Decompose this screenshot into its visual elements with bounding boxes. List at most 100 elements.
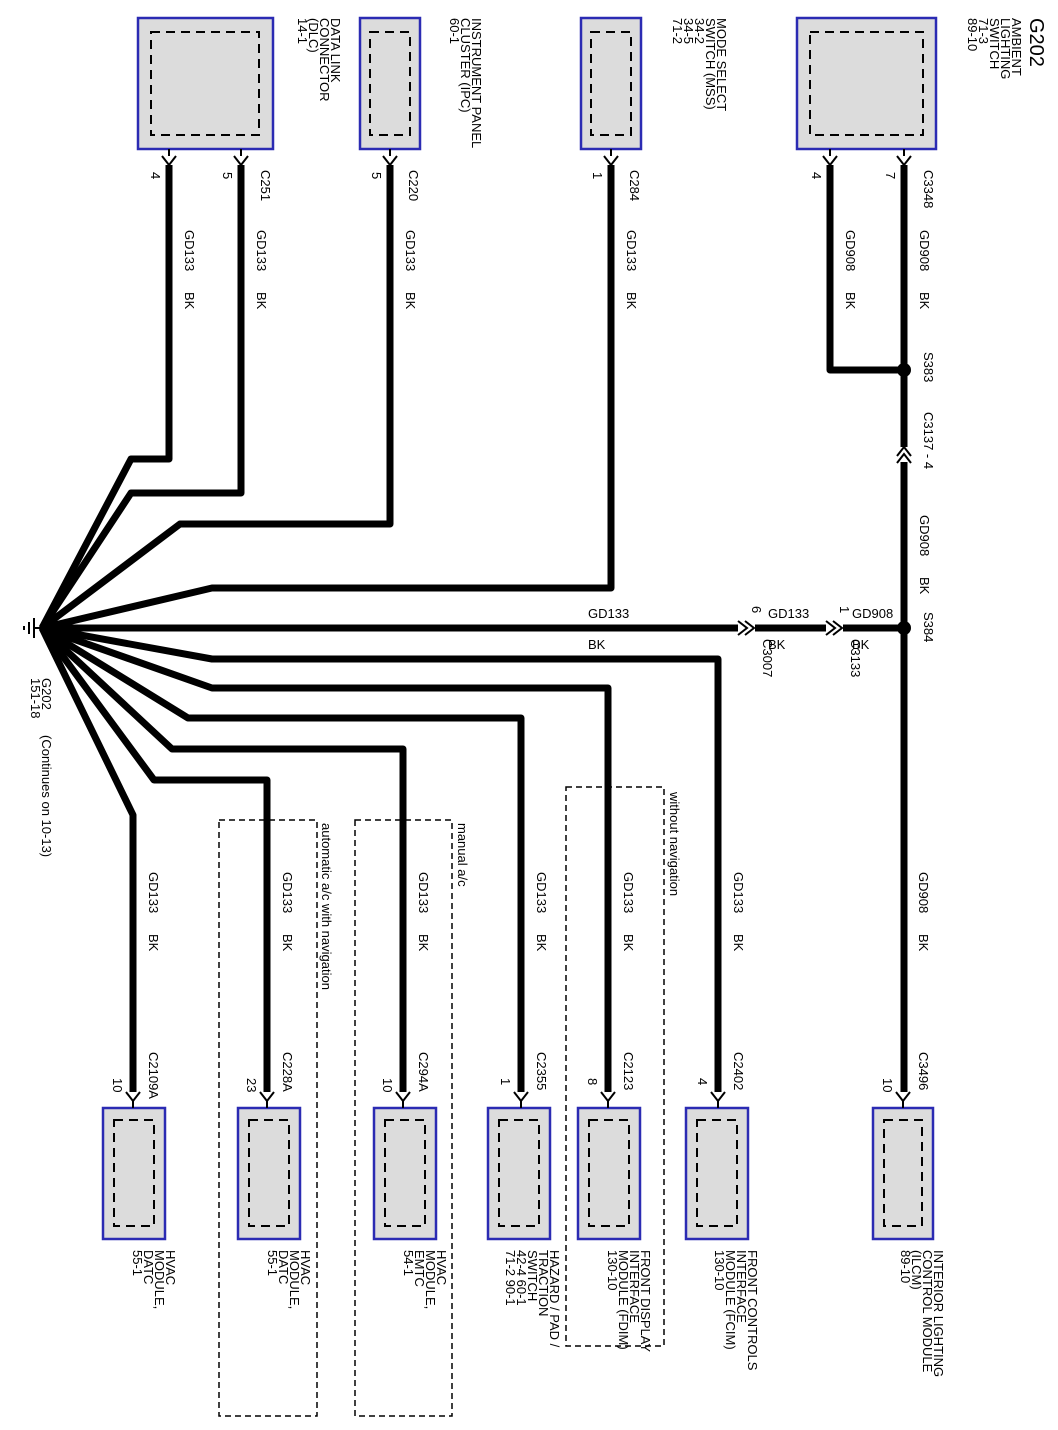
wire-ground-fdim	[40, 624, 612, 1092]
wire-label-ilcm-code: GD908	[916, 872, 931, 913]
component-interior-lighting-control-module	[871, 1091, 935, 1241]
pin-label-datc_nav: 23	[244, 1078, 259, 1092]
connector-label-ilcm: C3496	[916, 1052, 931, 1090]
wire-label-dlc-pin4-code: GD133	[182, 230, 197, 271]
label-mode-select-switch-line-4: 34-5	[681, 18, 696, 44]
component-front-controls-interface-module	[684, 1091, 750, 1241]
label-hazard-line-5: 71-2 90-1	[503, 1250, 518, 1306]
label-hazard-line-1: HAZARD / PAD /	[547, 1250, 562, 1348]
wire-label-mss-color: BK	[624, 292, 639, 310]
label-datc_nav-line-3: DATC	[276, 1250, 291, 1284]
ground-label-ref: 151-18	[28, 678, 43, 718]
wire-label-fdim-code: GD133	[621, 872, 636, 913]
condition-label-manual-ac: manual a/c	[455, 823, 470, 887]
wire-label-ipc-code: GD133	[403, 230, 418, 271]
wire-label-ilcm-color: BK	[916, 934, 931, 952]
label-ambient-lighting-switch-line-4: 71-3	[976, 18, 991, 44]
label-mode-select-switch-line-2: SWITCH (MSS)	[703, 18, 718, 110]
condition-box-manual-ac	[354, 819, 453, 1417]
label-hazard-line-2: TRACTION	[536, 1250, 551, 1316]
label-datc_nav-line-1: HVAC	[298, 1250, 313, 1285]
component-instrument-panel-cluster	[358, 16, 422, 167]
wire-label-ipc-color: BK	[403, 292, 418, 310]
condition-box-automatic-ac-navigation	[218, 819, 318, 1417]
wire-label-c3133-s384-code: GD908	[852, 606, 893, 621]
wire-label-mss-code: GD133	[624, 230, 639, 271]
connector-label-fdim: C2123	[621, 1052, 636, 1090]
connector-label-datc: C2109A	[146, 1052, 161, 1099]
condition-label-without-navigation: without navigation	[667, 791, 682, 896]
connector-label-hazard: C2355	[534, 1052, 549, 1090]
wire-dlc-pin5-ground	[39, 165, 245, 630]
wire-label-trunk-upper-code: GD908	[917, 515, 932, 556]
component-front-display-interface-module	[576, 1091, 642, 1241]
pin-label-datc: 10	[110, 1078, 125, 1092]
label-emtc-line-1: HVAC	[434, 1250, 449, 1285]
pin-label-ilcm: 10	[880, 1078, 895, 1092]
wire-label-als-pin4-code: GD908	[843, 230, 858, 271]
wire-label-emtc-color: BK	[416, 934, 431, 952]
label-ambient-lighting-switch-line-1: AMBIENT	[1009, 18, 1024, 76]
wire-label-ground-c3007-color: BK	[588, 637, 606, 652]
label-emtc-line-3: EMTC	[412, 1250, 427, 1287]
wire-label-hazard-code: GD133	[534, 872, 549, 913]
label-fdim-line-3: MODULE (FDIM)	[616, 1250, 631, 1350]
wire-label-als-pin7-code: GD908	[917, 230, 932, 271]
wire-label-dlc-pin4-color: BK	[182, 292, 197, 310]
component-hvac-module-datc	[101, 1091, 167, 1241]
pin-label-dlc-5: 5	[220, 172, 235, 179]
wire-label-als-pin7-color: BK	[917, 292, 932, 310]
wire-label-datc_nav-code: GD133	[280, 872, 295, 913]
connector-label-fcim: C2402	[731, 1052, 746, 1090]
label-data-link-connector-line-4: 14-1	[295, 18, 310, 44]
label-emtc-line-4: 54-1	[401, 1250, 416, 1276]
label-ilcm-line-1: INTERIOR LIGHTING	[931, 1250, 946, 1377]
wire-label-c3007-c3133-code: GD133	[768, 606, 809, 621]
pin-label-hazard: 1	[498, 1078, 513, 1085]
splice-s383	[897, 363, 911, 377]
connector-label-datc_nav: C228A	[280, 1052, 295, 1092]
pin-label-als-7: 7	[883, 172, 898, 179]
wire-als-pin4	[826, 165, 904, 374]
wire-label-als-pin4-color: BK	[843, 292, 858, 310]
label-fcim-line-3: MODULE (FCIM)	[723, 1250, 738, 1350]
label-datc_nav-line-4: 55-1	[265, 1250, 280, 1276]
splice-s384	[897, 621, 911, 635]
wire-label-fcim-code: GD133	[731, 872, 746, 913]
wire-label-datc-code: GD133	[146, 872, 161, 913]
wire-label-fdim-color: BK	[621, 934, 636, 952]
connector-label-c284: C284	[627, 170, 642, 201]
connector-symbol-c3007	[737, 620, 756, 636]
wire-ground-datc	[38, 626, 137, 1092]
label-ambient-lighting-switch-line-2: LIGHTING	[998, 18, 1013, 79]
connector-label-c3348: C3348	[921, 170, 936, 208]
connector-label-c220: C220	[406, 170, 421, 201]
label-data-link-connector-line-2: CONNECTOR	[317, 18, 332, 102]
pin-label-dlc-4: 4	[148, 172, 163, 179]
connector-label-emtc: C294A	[416, 1052, 431, 1092]
pin-label-c3007: 6	[749, 606, 764, 613]
connector-symbol-c3133	[825, 620, 844, 636]
component-hvac-module-datc-nav	[236, 1091, 302, 1241]
label-instrument-panel-cluster-line-2: CLUSTER (IPC)	[458, 18, 473, 113]
wire-label-c3007-c3133-color: BK	[768, 637, 786, 652]
wire-ground-emtc	[39, 625, 407, 1092]
wire-label-datc-color: BK	[146, 934, 161, 952]
pin-label-fdim: 8	[585, 1078, 600, 1085]
ground-label-name: G202	[39, 678, 54, 710]
connector-label-c251: C251	[258, 170, 273, 201]
label-ilcm-line-2: CONTROL MODULE	[920, 1250, 935, 1373]
wires	[38, 165, 908, 1092]
splice-label-s384: S384	[921, 612, 936, 642]
label-datc-line-2: MODULE,	[152, 1250, 167, 1309]
label-ambient-lighting-switch-line-3: SWITCH	[987, 18, 1002, 69]
wire-label-dlc-pin5-code: GD133	[254, 230, 269, 271]
pin-label-fcim: 4	[695, 1078, 710, 1085]
wire-label-hazard-color: BK	[534, 934, 549, 952]
wire-dlc-pin4-ground	[38, 165, 173, 630]
label-fcim-line-1: FRONT CONTROLS	[745, 1250, 760, 1371]
wire-label-ground-c3007-code: GD133	[588, 606, 629, 621]
label-data-link-connector-line-1: DATA LINK	[328, 18, 343, 83]
component-hvac-module-emtc	[372, 1091, 438, 1241]
wire-label-emtc-code: GD133	[416, 872, 431, 913]
